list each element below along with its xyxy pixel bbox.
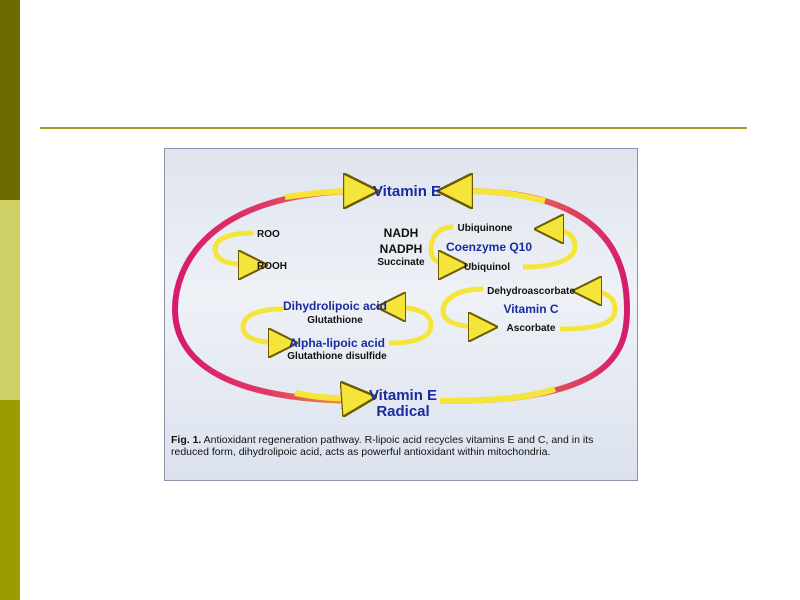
glutathione-disulfide-label: Glutathione disulfide <box>287 351 387 362</box>
vitamin-e-radical-label-1: Vitamin E <box>369 387 437 404</box>
vitamin-c-loop-right <box>559 291 618 332</box>
succinate-label: Succinate <box>377 257 425 268</box>
pathway-diagram: Vitamin E Vitamin E Radical ROO ROOH NAD… <box>171 149 631 420</box>
ascorbate-label: Ascorbate <box>507 323 556 334</box>
figure-panel: Vitamin E Vitamin E Radical ROO ROOH NAD… <box>164 148 638 481</box>
sidebar-dark-block <box>0 0 20 200</box>
sidebar-olive-block <box>0 400 20 600</box>
vitamin-e-label: Vitamin E <box>373 183 441 200</box>
dehydroascorbate-label: Dehydroascorbate <box>487 286 575 297</box>
cycle-right-arc <box>449 188 631 404</box>
title-rule <box>40 127 747 129</box>
glutathione-label: Glutathione <box>307 315 363 326</box>
sidebar-light-block <box>0 200 20 400</box>
ubiquinol-label: Ubiquinol <box>464 262 510 273</box>
lipoic-loop-left <box>240 306 283 343</box>
dihydrolipoic-acid-label: Dihydrolipoic acid <box>283 299 387 313</box>
vitamin-c-loop-left <box>440 286 483 327</box>
lipoic-loop-right <box>389 307 434 346</box>
vitamin-e-radical-label-2: Radical <box>376 403 429 420</box>
roo-rooh-loop <box>212 230 253 265</box>
alpha-lipoic-acid-label: Alpha-lipoic acid <box>289 336 385 350</box>
nadh-label: NADH <box>384 226 419 240</box>
roo-label: ROO <box>257 229 280 240</box>
ubiquinone-label: Ubiquinone <box>458 223 513 234</box>
ubiquinone-loop-right <box>522 229 578 270</box>
arrow-to-vitamin-e <box>284 191 361 197</box>
cycle-left-arc <box>171 188 366 404</box>
nadph-label: NADPH <box>380 242 423 256</box>
arrow-right-to-vitamin-e <box>455 191 546 201</box>
coenzyme-q10-label: Coenzyme Q10 <box>446 240 532 254</box>
vitamin-c-label: Vitamin C <box>503 302 558 316</box>
rooh-label: ROOH <box>257 261 287 272</box>
caption-figure-label: Fig. 1. <box>171 434 202 446</box>
ubiquinone-loop <box>428 224 453 265</box>
figure-caption: Fig. 1. Antioxidant regeneration pathway… <box>171 434 633 458</box>
arrow-from-radical <box>439 386 556 404</box>
arrow-to-radical <box>294 393 359 398</box>
caption-text: Antioxidant regeneration pathway. R-lipo… <box>171 434 594 458</box>
